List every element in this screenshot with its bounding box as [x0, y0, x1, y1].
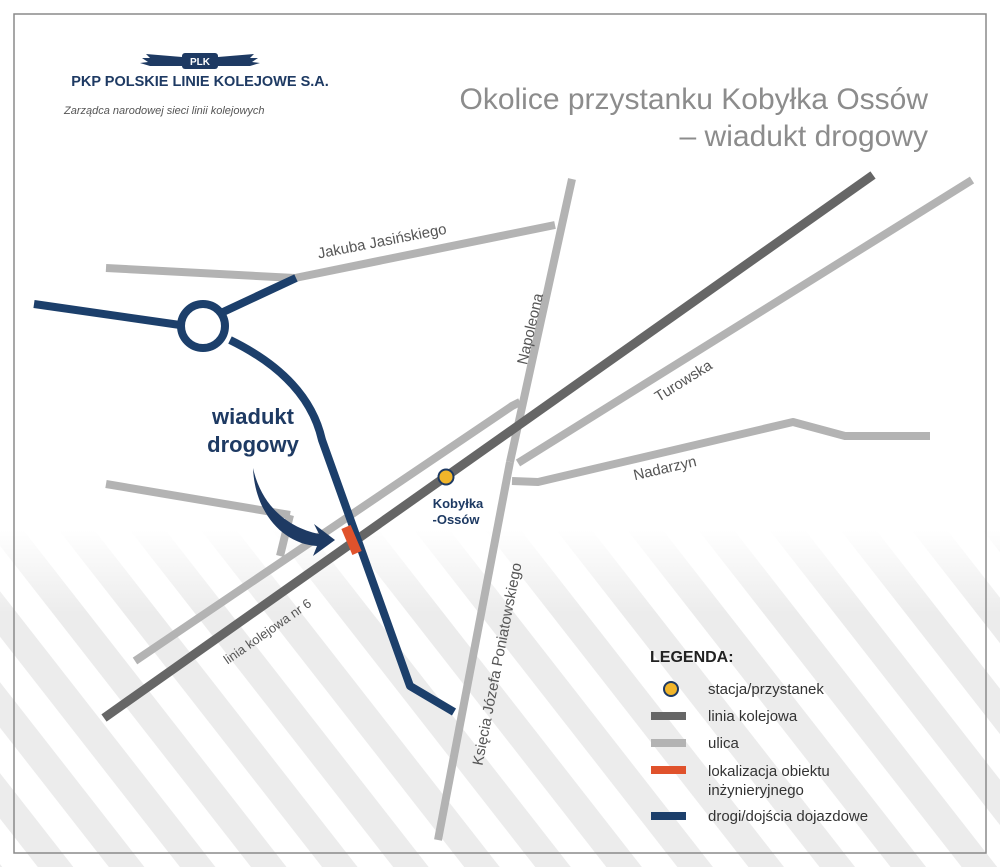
- legend-label-rail: linia kolejowa: [708, 708, 798, 725]
- street-south-west: [132, 398, 522, 665]
- viaduct-marker: [341, 525, 362, 555]
- street-west: [105, 480, 291, 519]
- access-road-south: [228, 336, 457, 716]
- logo-wing-left-icon: [140, 54, 182, 66]
- plk-logo: PLK: [140, 53, 260, 69]
- callout-label-line-1: wiadukt: [211, 404, 295, 429]
- station-name-line-2: -Ossów: [433, 512, 481, 527]
- legend-label-object-line-1: lokalizacja obiektu: [708, 763, 830, 780]
- street-nadarzyn: [511, 418, 930, 486]
- logo-wing-right-icon: [218, 54, 260, 66]
- legend-label-object-line-2: inżynieryjnego: [708, 782, 804, 799]
- callout-label-line-2: drogowy: [207, 432, 299, 457]
- station-kobylka-ossow-icon: [437, 468, 455, 486]
- legend: LEGENDA: stacja/przystanek linia kolejow…: [650, 649, 868, 825]
- map-title-line-1: Okolice przystanku Kobyłka Ossów: [459, 83, 928, 116]
- logo-text: PLK: [190, 57, 211, 68]
- map-frame: [13, 13, 987, 854]
- access-road-north: [219, 274, 298, 317]
- street-turowska: [515, 176, 975, 467]
- legend-label-street: ulica: [708, 735, 740, 752]
- logo-badge: [182, 53, 218, 69]
- legend-station-icon: [663, 681, 679, 697]
- access-road-layer: [33, 274, 457, 716]
- access-road-west: [33, 300, 181, 329]
- street-poniatowskiego: [434, 461, 514, 841]
- org-name: PKP POLSKIE LINIE KOLEJOWE S.A.: [71, 74, 329, 90]
- map-title-line-2: – wiadukt drogowy: [680, 120, 928, 153]
- station-name-line-1: Kobyłka: [433, 496, 484, 511]
- legend-label-access-road: drogi/dojścia dojazdowe: [708, 808, 868, 825]
- legend-label-station: stacja/przystanek: [708, 681, 824, 698]
- callout-arrow-icon: [253, 468, 335, 556]
- org-subtitle: Zarządca narodowej sieci linii kolejowyc…: [63, 105, 265, 117]
- railway-line-6: [101, 171, 876, 722]
- legend-title: LEGENDA:: [650, 649, 734, 666]
- hatch-fade: [0, 530, 1000, 867]
- street-napoleona: [506, 178, 576, 463]
- roundabout: [177, 300, 229, 352]
